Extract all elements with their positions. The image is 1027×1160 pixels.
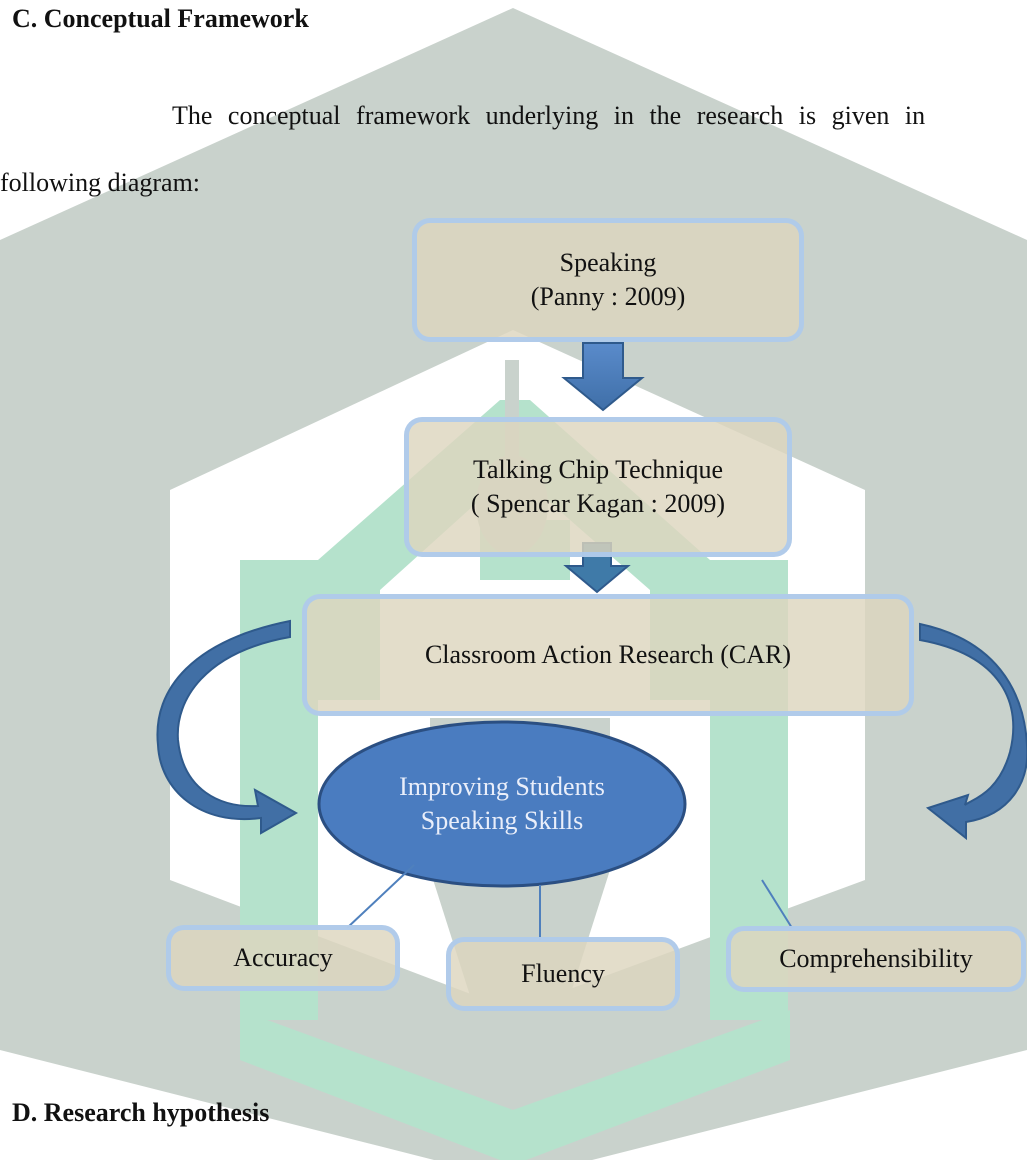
box-speaking: Speaking (Panny : 2009): [412, 218, 804, 342]
goal-ellipse: [317, 720, 687, 888]
section-heading-conceptual-framework: C. Conceptual Framework: [12, 4, 309, 33]
connector-accuracy: [346, 864, 415, 929]
connector-comprehensibility: [761, 879, 793, 929]
box-fluency: Fluency: [446, 937, 680, 1011]
arrow-down-1: [561, 342, 645, 412]
curved-arrow-left: [156, 619, 299, 835]
goal-line-1: Improving Students: [399, 772, 605, 801]
box-comprehensibility: Comprehensibility: [726, 926, 1026, 992]
curved-arrow-right: [919, 622, 1027, 841]
goal-line-2: Speaking Skills: [420, 806, 584, 836]
box-talking-chip-citation: ( Spencar Kagan : 2009): [470, 489, 726, 518]
box-accuracy: Accuracy: [166, 925, 400, 991]
box-talking-chip-title: Talking Chip Technique: [472, 454, 724, 484]
box-speaking-title: Speaking: [559, 247, 657, 277]
box-accuracy-label: Accuracy: [233, 942, 333, 972]
intro-paragraph-line-1: The conceptual framework underlying in t…: [172, 101, 926, 130]
box-talking-chip-technique: Talking Chip Technique ( Spencar Kagan :…: [404, 417, 792, 557]
box-car-label: Classroom Action Research (CAR): [424, 639, 792, 669]
section-heading-research-hypothesis: D. Research hypothesis: [12, 1098, 270, 1127]
box-fluency-label: Fluency: [521, 958, 605, 988]
box-speaking-citation: (Panny : 2009): [530, 282, 686, 311]
intro-paragraph-line-2: following diagram:: [0, 168, 201, 197]
box-comprehensibility-label: Comprehensibility: [779, 943, 973, 973]
box-classroom-action-research: Classroom Action Research (CAR): [302, 594, 914, 716]
goal-ellipse-text: Improving Students Speaking Skills: [320, 770, 684, 839]
